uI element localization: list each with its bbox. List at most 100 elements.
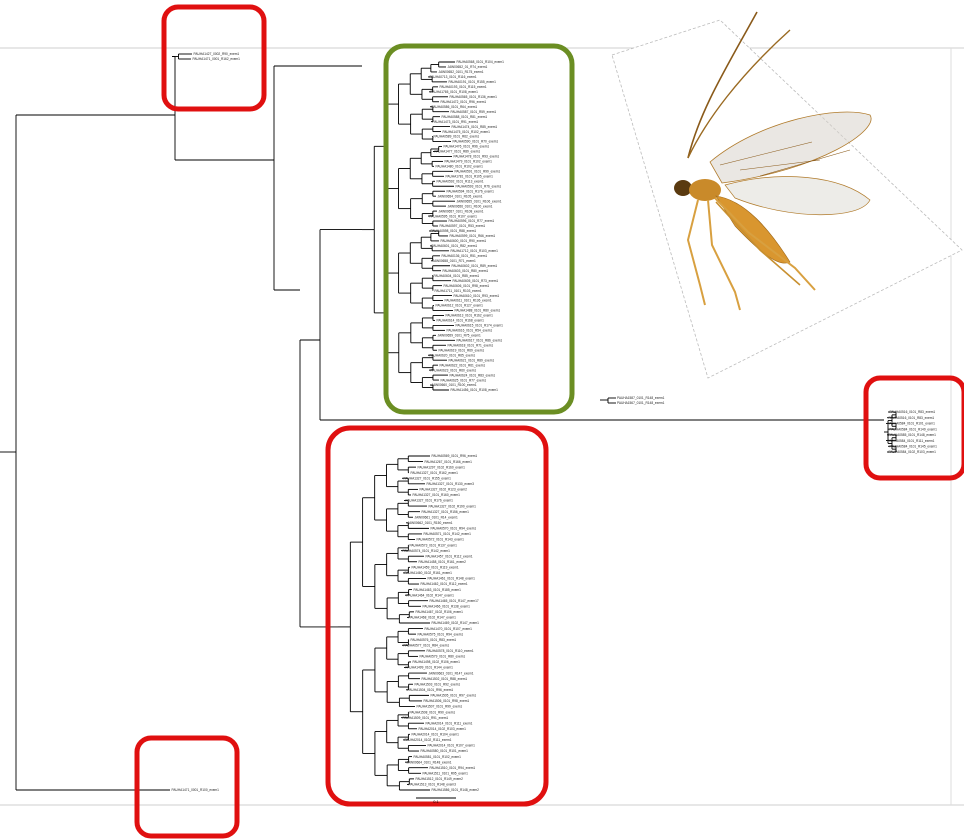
- tip-label: PAUHA0577_0101_R84_exem1: [404, 643, 450, 647]
- tip-label: PAUHA0606_0101_R98_exem1: [444, 284, 490, 288]
- tip-label: PAUHA1506_0101_R98_exem1: [424, 699, 470, 703]
- highlight-box-top-outgroup: [161, 4, 267, 112]
- tip-label: PAUHA0598_0101_R88_exem1: [431, 229, 477, 233]
- tip-label: PAUHA1587_0101_R148_exem1: [617, 396, 665, 400]
- tip-label: PAUHA1567_0101_R148_exem1: [617, 401, 665, 405]
- tip-label: PAUHA0603_0101_R80_exem1: [443, 269, 489, 273]
- tip-label: JAW00663_0101_R147_exem1: [429, 671, 474, 675]
- tip-label: PAUHA1463_0101_R185_exem1: [414, 588, 462, 592]
- tip-label: PAUHA1457_0101_R112_exem1: [426, 554, 473, 558]
- tip-label: PAUHA0191_0101_R155_exem1: [449, 80, 497, 84]
- tip-label: PAUHA0620_0101_R65_exem1: [430, 353, 476, 357]
- tip-label: PAUHA0587_0101_R59_exem1: [451, 110, 497, 114]
- tip-label: PAUHA1505_0101_R97_exem1: [431, 694, 477, 698]
- tip-label: PAUHA0573_0101_R137_exem1: [410, 543, 458, 547]
- tip-label: PAUHA0595_0101_R107_exem1: [430, 214, 478, 218]
- tip-label: JAW00662_0101_R150_exem1: [408, 521, 453, 525]
- tip-label: PAUHA2014_0101_R111_exem1: [426, 721, 473, 725]
- tip-label: PAUHA1499_0101_R144_exem1: [406, 666, 454, 670]
- tip-label: PAUHA0568_0101_R104_exem1: [457, 60, 505, 64]
- tip-label: PAUHA0584_0102_R103_exem1: [889, 450, 937, 454]
- tip-label: PAUHA1466_0101_R138_exem1: [423, 605, 471, 609]
- tip-label: PAUHA1781_0101_R105_exem1: [446, 175, 494, 179]
- tip-label: PAUHA0588_0101_R81_exem1: [442, 115, 488, 119]
- tip-label: PAUHA1327_0102_R190_exem1: [429, 504, 477, 508]
- tip-label: PAUHA0596_0101_R77_exem1: [449, 219, 495, 223]
- tip-label: JAW00661_0101_R14_exem1: [415, 515, 459, 519]
- tip-label: PAUHA0614_0101_R168_exem1: [437, 319, 485, 323]
- tip-label: PAUHA1477_0101_R89_exem1: [435, 150, 481, 154]
- tip-label: PAUHA1460_0102_R161_exem1: [405, 571, 453, 575]
- tip-label: PAUHA1586_0101_R148_exem2: [432, 788, 480, 792]
- tip-label: PAUHA0570_0101_R94_exem1: [431, 527, 477, 531]
- tip-label: PAUHA1472_0101_R96_exem1: [441, 100, 487, 104]
- tip-label: PAUHA0600_0101_R90_exem1: [441, 239, 487, 243]
- tip-label: PAUHA1459_0101_R119_exem1: [412, 566, 459, 570]
- tip-label: JAW00652_0101_R175_exem1: [439, 70, 484, 74]
- tip-label: PAUHA1468_0102_R147_exem1: [409, 616, 457, 620]
- tip-label: PAUHA0615_0101_R174_exem1: [456, 324, 504, 328]
- tip-label: PAUHA0594_0101_R176_exem1: [447, 189, 495, 193]
- tip-label: PAUHA1502_0101_R88_exem1: [422, 677, 468, 681]
- tip-label: PAUHA0579_0101_R80_exem1: [420, 655, 466, 659]
- tip-label: PAUHA1297_0102_R160_exem1: [418, 465, 466, 469]
- tip-label: JAW00656_0101_R100_exem1: [448, 204, 493, 208]
- tip-label: PAUHA1474_0101_R85_exem1: [452, 125, 498, 129]
- tip-label: PAUHA0622_0101_R61_exem1: [440, 363, 486, 367]
- tip-label: PAUHA0586_0101_R64_exem1: [432, 105, 478, 109]
- tip-label: PAUHA2014_0101_R107_exem1: [428, 744, 476, 748]
- tip-label: PAUHA0572_0101_R143_exem1: [417, 538, 465, 542]
- tip-label: PAUHA0597_0101_R53_exem1: [440, 224, 486, 228]
- highlight-box-green-clade: [383, 43, 575, 415]
- tip-label: PAUHA1473_0101_R91_exem1: [433, 120, 479, 124]
- tip-label: PAUHA0576_0101_R83_exem1: [411, 638, 457, 642]
- tip-label: JAW00652_01_R74_exem1: [448, 65, 488, 69]
- tip-label: PAUHA1503_0101_R92_exem1: [415, 682, 461, 686]
- tip-label: PAUHA1476_0101_R96_exem1: [444, 145, 490, 149]
- tip-label: PAUHA0625_0101_R77_exem1: [441, 378, 487, 382]
- tip-label: PAUHA1461_0101_R148_exem1: [428, 577, 476, 581]
- highlight-box-red-clade: [325, 425, 549, 807]
- highlight-box-right-clade: [863, 375, 964, 481]
- tip-label: PAUHA1475_0101_R102_exem1: [443, 130, 491, 134]
- tip-label: PAUHA1456_0101_R108_exem1: [451, 388, 499, 392]
- tip-label: PAUHA0584_0101_R111_exem1: [888, 439, 935, 443]
- tip-label: PAUHA0610_0101_R93_exem1: [454, 294, 500, 298]
- tip-label: PAUHA1465_0101_R147_exem17: [430, 599, 479, 603]
- tip-label: PAUHA1508_0101_R90_exem1: [410, 710, 456, 714]
- tip-label: PAUHA0611_0101_R136_exem1: [445, 299, 492, 303]
- tip-label: PAUHA1471_0001_R100_exem1: [172, 788, 220, 792]
- tip-label: PAUHA0591_0101_R99_exem1: [455, 170, 501, 174]
- tip-label: PAUHA0605_0101_R73_exem1: [453, 279, 499, 283]
- highlight-box-bottom-outgroup: [134, 735, 240, 839]
- tip-labels: PAUHA1427_0002_R90_exem1PAUHA1471_0001_R…: [172, 52, 938, 792]
- tip-label: PAUHA2014_0102_R103_exem1: [419, 727, 467, 731]
- tip-label: PAUHA0516_0101_R83_exem1: [889, 416, 935, 420]
- tip-label: PAUHA0617_0101_R86_exem1: [457, 339, 503, 343]
- tip-label: PAUHA0136_0101_R51_exem1: [442, 254, 488, 258]
- tip-label: PAUHA0624_0101_R83_exem1: [450, 373, 496, 377]
- tip-label: PAUHA1469_0102_R147_exem1: [432, 621, 480, 625]
- tip-label: PAUHA0571_0101_R142_exem1: [424, 532, 472, 536]
- tip-label: PAUHA0516_0101_R83_exem1: [890, 410, 936, 414]
- tip-label: PAUHA1765_0101_R108_exem1: [431, 90, 479, 94]
- tip-label: PAUHA0616_0101_R54_exem1: [447, 329, 493, 333]
- tip-label: PAUHA1462_0101_R112_exem1: [421, 582, 468, 586]
- tip-label: PAUHA1327_0101_R160_exem1: [413, 493, 461, 497]
- wasp-specimen-photo: [611, 11, 963, 379]
- tip-label: PAUHA0613_0101_R162_exem1: [446, 314, 494, 318]
- tip-label: JAW00657_0101_R108_exem1: [439, 209, 484, 213]
- tip-label: PAUHA0592_0101_R113_exem1: [437, 179, 484, 183]
- tip-label: PAUHA1480_0101_R102_exem1: [436, 165, 484, 169]
- tip-label: PAUHA1488_0101_R80_exem1: [455, 309, 501, 313]
- tip-label: PAUHA0599_0101_R66_exem1: [450, 234, 496, 238]
- tip-label: PAUHA0604_0101_R85_exem1: [434, 274, 480, 278]
- tip-label: JAW00655_0101_R106_exem1: [457, 199, 502, 203]
- tip-label: PAUHA0621_0101_R89_exem1: [449, 358, 495, 362]
- tip-label: JAW00658_0101_R71_exem1: [433, 259, 477, 263]
- tip-label: PAUHA1327_0101_R130_exem3: [427, 482, 475, 486]
- tip-label: PAUHA0193_0101_R115_exem1: [440, 85, 487, 89]
- tip-label: PAUHA0584_0101_R145_exem1: [890, 444, 938, 448]
- tip-label: PAUHA0565_0101_R136_exem1: [450, 95, 498, 99]
